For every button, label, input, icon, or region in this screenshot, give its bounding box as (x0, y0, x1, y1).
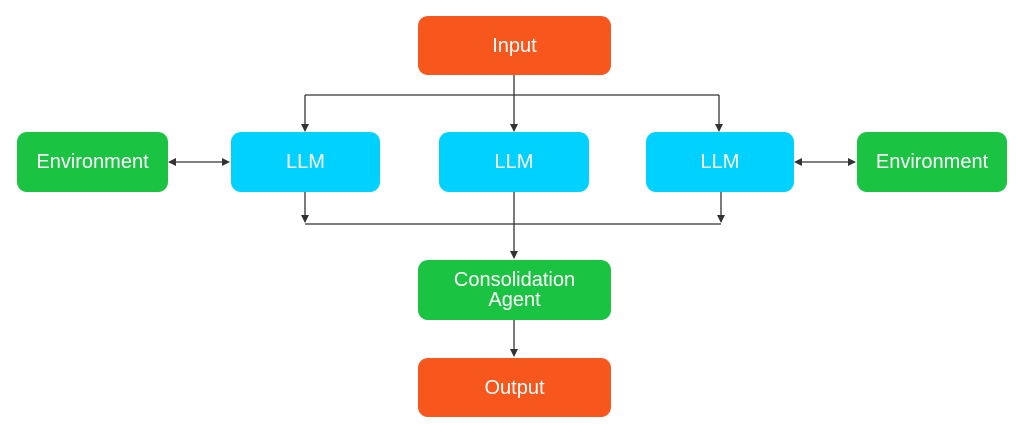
environment-right-label: Environment (875, 151, 989, 173)
consolidation-agent-node: Consolidation Agent (418, 260, 611, 320)
environment-node-left: Environment (17, 132, 168, 192)
llm-node-right: LLM (646, 132, 794, 192)
consolidation-agent-label: Consolidation Agent (453, 269, 576, 311)
llm-right-label: LLM (700, 151, 740, 173)
environment-left-label: Environment (36, 151, 149, 173)
input-label: Input (492, 34, 537, 57)
output-node: Output (418, 358, 611, 417)
llm-node-center: LLM (439, 132, 589, 192)
output-label: Output (484, 376, 545, 399)
llm-node-left: LLM (231, 132, 380, 192)
input-node: Input (418, 16, 611, 75)
llm-center-label: LLM (494, 151, 534, 173)
environment-node-right: Environment (857, 132, 1007, 192)
llm-left-label: LLM (286, 151, 325, 173)
